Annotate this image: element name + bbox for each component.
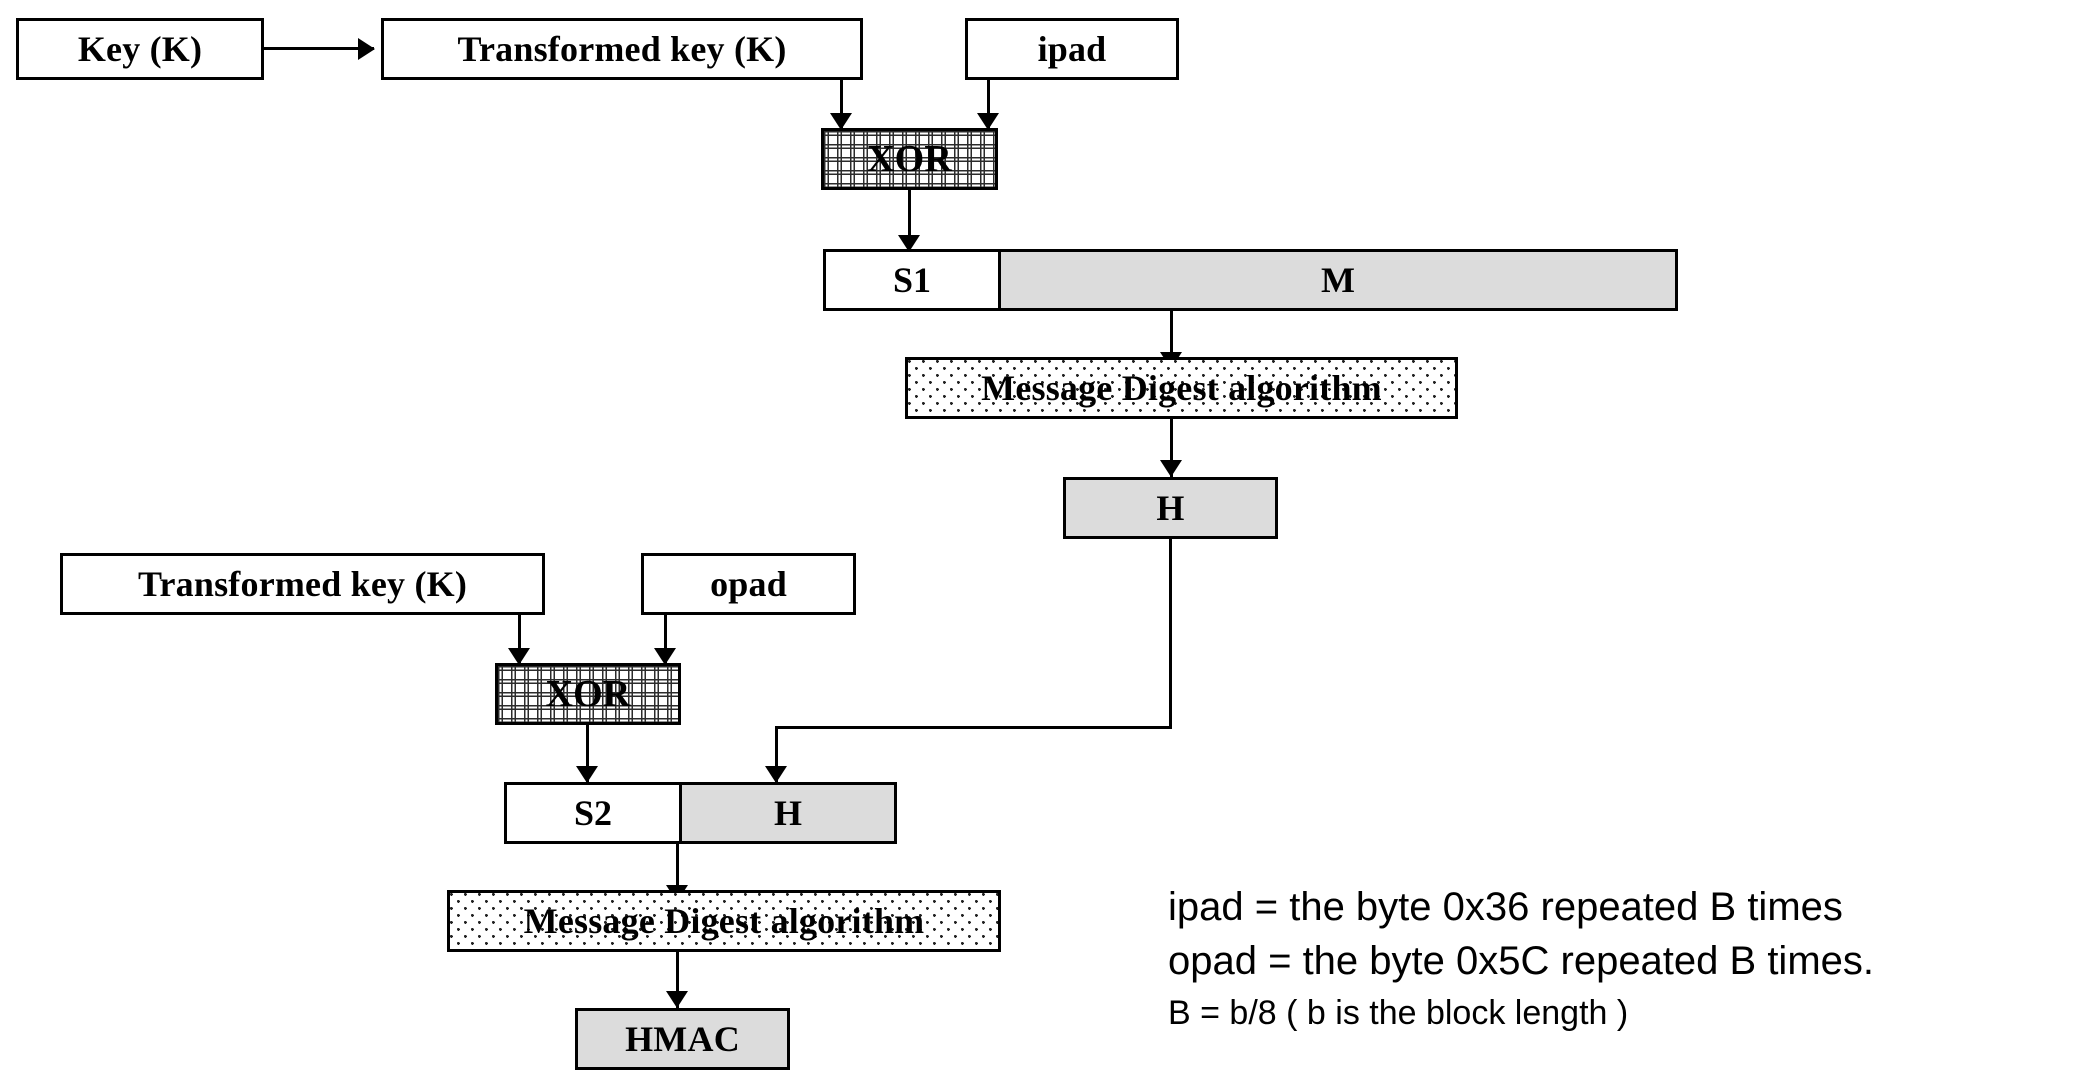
node-ipad: ipad — [965, 18, 1179, 80]
connector-xor-bottom-to-s2 — [586, 725, 589, 782]
arrowhead-transformedkey-to-xor-top — [830, 113, 852, 130]
node-xor-top: XOR — [821, 128, 998, 190]
connector-h-top-vertical — [1169, 539, 1172, 729]
legend: ipad = the byte 0x36 repeated B times op… — [1168, 880, 1874, 1038]
connector-opad-to-xor-bottom — [664, 615, 667, 663]
row-s1-m: S1 M — [823, 249, 1678, 311]
node-hmac: HMAC — [575, 1008, 790, 1070]
node-transformed-key-bottom: Transformed key (K) — [60, 553, 545, 615]
arrowhead-xor-top-to-s1 — [898, 235, 920, 252]
node-transformed-key-top: Transformed key (K) — [381, 18, 863, 80]
arrowhead-messagedigest-bottom-to-hmac — [666, 991, 688, 1008]
connector-transformedkey-to-xor-top — [840, 80, 843, 128]
connector-xor-top-to-s1 — [908, 190, 911, 252]
node-opad: opad — [641, 553, 856, 615]
cell-s2: S2 — [507, 785, 679, 841]
cell-s1: S1 — [826, 252, 998, 308]
connector-messagedigest-top-to-h — [1170, 419, 1173, 477]
node-h-top: H — [1063, 477, 1278, 539]
legend-line-ipad: ipad = the byte 0x36 repeated B times — [1168, 885, 1843, 929]
connector-transformedkey-bottom-to-xor — [518, 615, 521, 663]
row-s2-h: S2 H — [504, 782, 897, 844]
node-message-digest-top: Message Digest algorithm — [905, 357, 1458, 419]
arrowhead-ipad-to-xor-top — [977, 113, 999, 130]
arrowhead-transformedkey-bottom-to-xor — [508, 648, 530, 665]
node-key: Key (K) — [16, 18, 264, 80]
arrowhead-xor-bottom-to-s2 — [576, 766, 598, 783]
connector-messagedigest-bottom-to-hmac — [676, 952, 679, 1008]
cell-m: M — [998, 252, 1675, 308]
connector-h-top-horizontal — [775, 726, 1172, 729]
connector-ipad-to-xor-top — [987, 80, 990, 128]
arrowhead-opad-to-xor-bottom — [654, 648, 676, 665]
connector-s2h-to-messagedigest-bottom — [676, 844, 679, 902]
cell-h-bottom: H — [679, 785, 894, 841]
legend-line-opad: opad = the byte 0x5C repeated B times. — [1168, 939, 1874, 983]
arrowhead-messagedigest-top-to-h — [1160, 460, 1182, 477]
connector-key-to-transformed-key — [264, 47, 374, 50]
connector-s1m-to-messagedigest-top — [1170, 311, 1173, 369]
connector-h-top-drop — [775, 726, 778, 782]
arrowhead-h-top-to-s2h — [765, 766, 787, 783]
legend-line-blocklength: B = b/8 ( b is the block length ) — [1168, 994, 1629, 1032]
node-xor-bottom: XOR — [495, 663, 681, 725]
node-message-digest-bottom: Message Digest algorithm — [447, 890, 1001, 952]
arrowhead-key-to-transformed-key — [358, 38, 375, 60]
